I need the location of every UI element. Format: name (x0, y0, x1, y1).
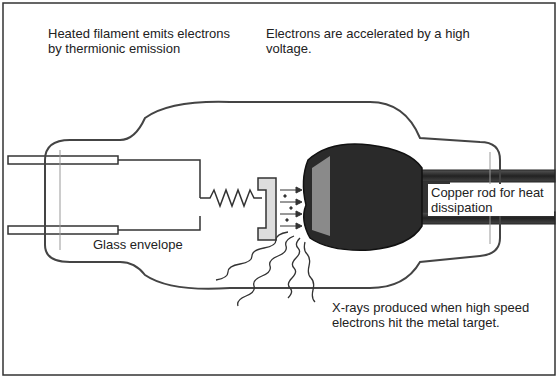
lead-pins (8, 156, 200, 234)
part-label: Glass envelope (90, 236, 186, 253)
x-ray-waves (216, 232, 315, 306)
filament (200, 190, 262, 206)
electron-beam (280, 187, 302, 229)
target-face (312, 156, 330, 236)
cathode-cup (258, 178, 276, 240)
part-label: Copper rod for heat dissipation (428, 184, 554, 216)
callout-label: X-rays produced when high speed electron… (332, 300, 542, 330)
copper-rod (420, 170, 555, 224)
glass-highlight (60, 150, 490, 250)
callout-label: Heated filament emits electrons by therm… (48, 26, 238, 56)
frame (3, 3, 555, 375)
anode-target (303, 144, 422, 250)
callout-label: Electrons are accelerated by a high volt… (266, 26, 496, 56)
